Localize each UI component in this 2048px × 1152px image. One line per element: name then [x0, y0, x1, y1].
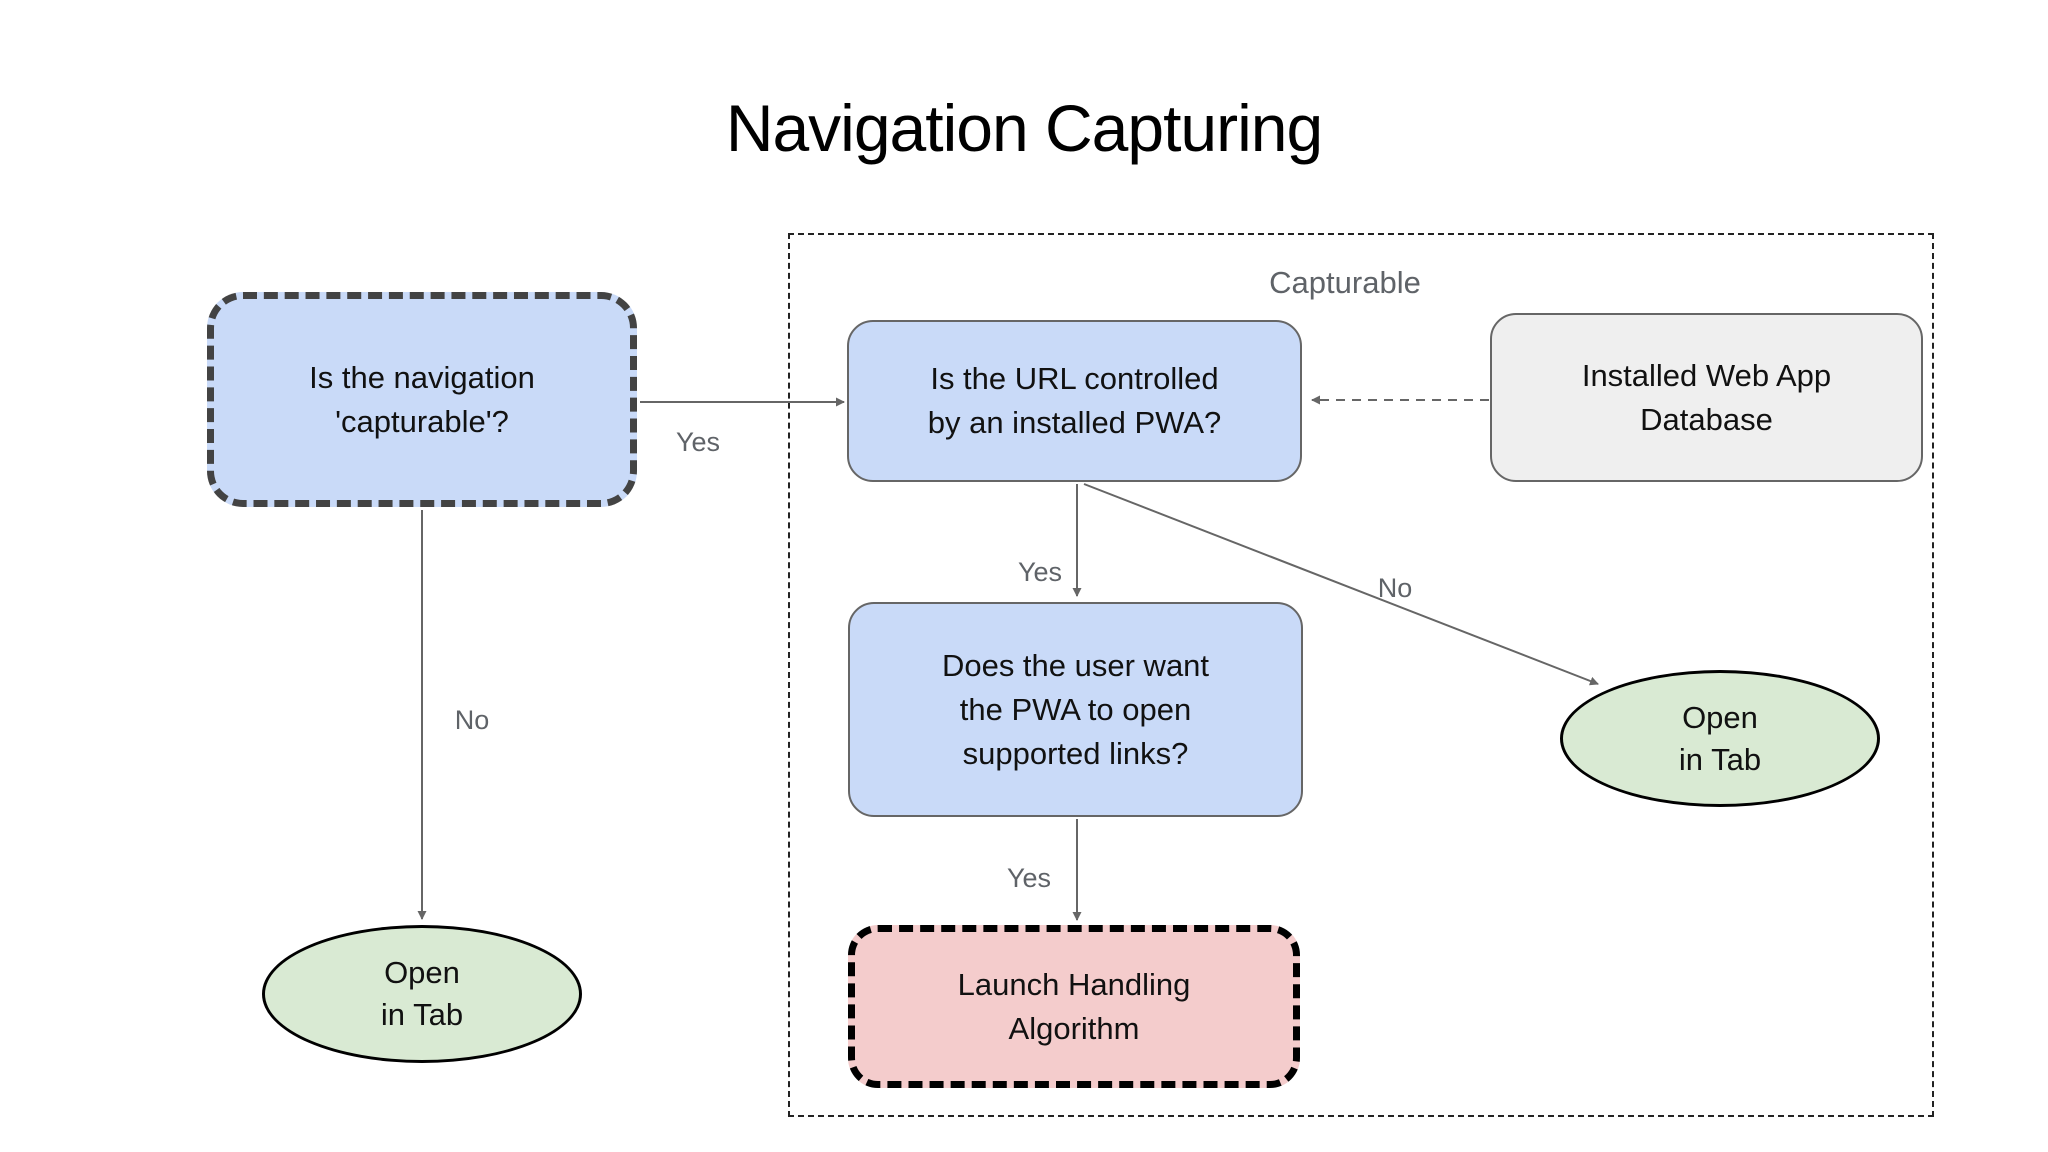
node-capturable-question: Is the navigation 'capturable'?	[207, 292, 637, 507]
terminal-open-in-tab-left: Open in Tab	[262, 925, 582, 1063]
node-user-want-links: Does the user want the PWA to open suppo…	[848, 602, 1303, 817]
node-installed-web-app-database: Installed Web App Database	[1490, 313, 1923, 482]
edge-label-capturable-no: No	[454, 705, 490, 735]
capturable-group	[788, 233, 1934, 1117]
node-launch-handling: Launch Handling Algorithm	[848, 925, 1300, 1088]
terminal-open-in-tab-right: Open in Tab	[1560, 670, 1880, 807]
edge-label-links-yes: Yes	[1006, 863, 1052, 893]
edge-label-pwa-no: No	[1377, 573, 1413, 603]
node-url-controlled: Is the URL controlled by an installed PW…	[847, 320, 1302, 482]
capturable-group-label: Capturable	[1269, 265, 1421, 300]
diagram-title: Navigation Capturing	[725, 91, 1323, 165]
edge-label-pwa-yes: Yes	[1017, 557, 1063, 587]
edge-label-capturable-yes: Yes	[675, 427, 721, 457]
